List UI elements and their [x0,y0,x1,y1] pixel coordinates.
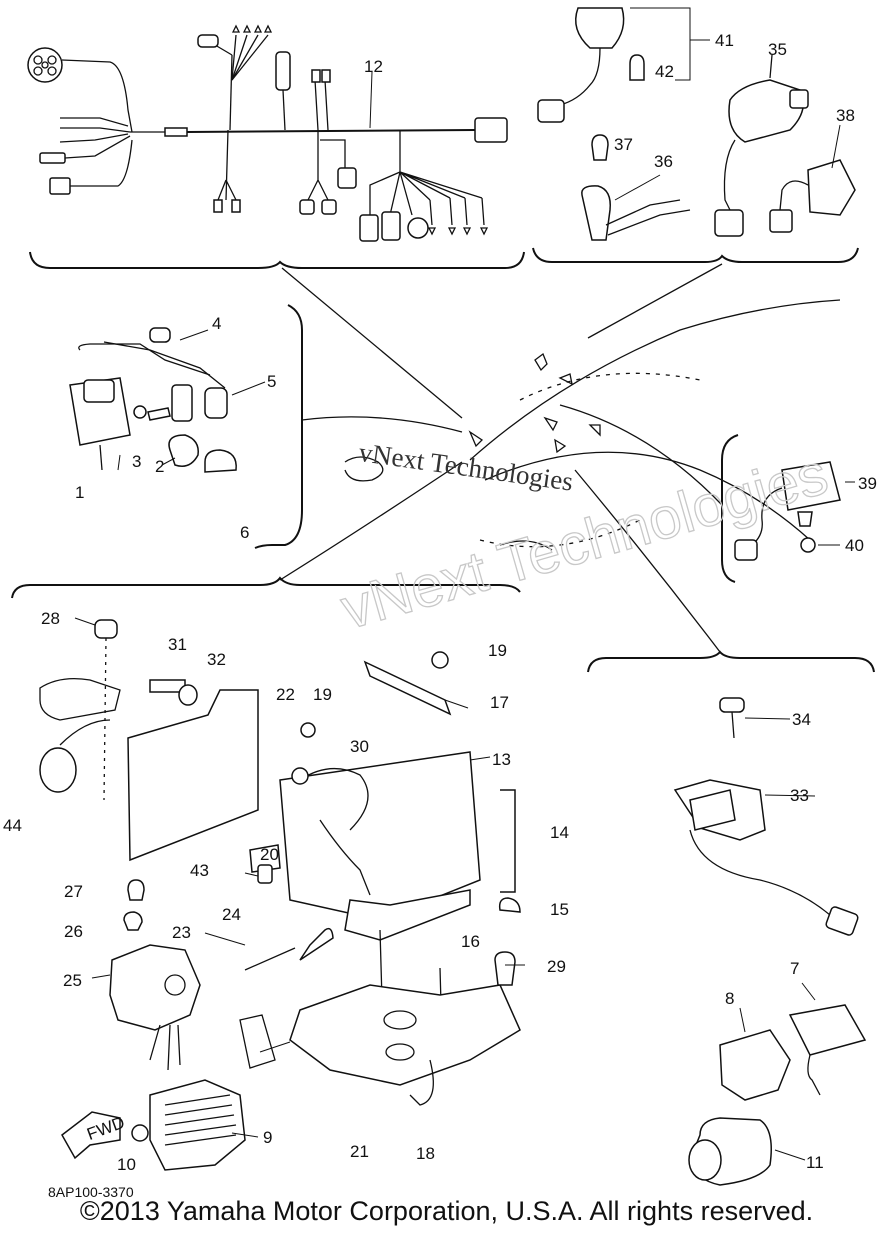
callout-17: 17 [490,693,509,712]
callout-12: 12 [364,57,383,76]
watermark-text: vNext Technologies [357,437,575,497]
callout-27: 27 [64,882,83,901]
watermark: vNext Technologies vNext Technologies [334,437,836,643]
callout-1: 1 [75,483,84,502]
copyright-notice: ©2013 Yamaha Motor Corporation, U.S.A. A… [79,1196,814,1226]
callout-35: 35 [768,40,787,59]
callout-38: 38 [836,106,855,125]
group-bracket-cdi [587,650,875,673]
callout-4: 4 [212,314,221,333]
callout-22: 22 [276,685,295,704]
callout-31: 31 [168,635,187,654]
callout-33: 33 [790,786,809,805]
group-bracket-switches [532,247,859,263]
callout-34: 34 [792,710,811,729]
callout-36: 36 [654,152,673,171]
callout-23: 23 [172,923,191,942]
callout-leaders [74,617,816,1161]
callout-11: 11 [806,1153,824,1172]
callout-25: 25 [63,971,82,990]
callout-37: 37 [614,135,633,154]
callout-42: 42 [655,62,674,81]
callout-21: 21 [350,1142,369,1161]
switch-parts-diagram [537,7,856,241]
wire-harness-diagram [27,24,508,242]
callout-20: 20 [260,845,279,864]
group-leader-lines [279,263,723,653]
callout-32: 32 [207,650,226,669]
callout-13: 13 [492,750,511,769]
battery-area-diagram [39,619,521,1171]
callout-16: 16 [461,932,480,951]
callout-41: 41 [715,31,734,50]
callout-14: 14 [550,823,569,842]
callout-43: 43 [190,861,209,880]
callout-labels: 1 2 3 4 5 6 7 8 9 10 11 12 13 14 15 16 1… [3,31,877,1174]
vehicle-frame-sketch [344,299,841,551]
diagram-id: 8AP100-3370 [48,1184,134,1200]
callout-7: 7 [790,959,799,978]
callout-29: 29 [547,957,566,976]
group-bracket-ignition-coil [254,304,303,549]
group-bracket-battery [11,576,521,599]
callout-10: 10 [117,1155,136,1174]
callout-2: 2 [155,457,164,476]
fwd-arrow: FWD [61,1111,127,1160]
callout-6: 6 [240,523,249,542]
callout-30: 30 [350,737,369,756]
group-bracket-wire-harness [29,251,525,269]
callout-44: 44 [3,816,22,835]
cdi-parts-diagram [673,697,867,1186]
callout-5: 5 [267,372,276,391]
callout-19a: 19 [488,641,507,660]
callout-39: 39 [858,474,877,493]
ignition-coil-diagram [69,327,266,473]
callout-28: 28 [41,609,60,628]
callout-40: 40 [845,536,864,555]
callout-24: 24 [222,905,241,924]
callout-19b: 19 [313,685,332,704]
callout-9: 9 [263,1128,272,1147]
callout-3: 3 [132,452,141,471]
callout-8: 8 [725,989,734,1008]
callout-15: 15 [550,900,569,919]
relay-diagram [734,461,855,561]
group-bracket-relay [721,434,739,583]
callout-18: 18 [416,1144,435,1163]
callout-26: 26 [64,922,83,941]
